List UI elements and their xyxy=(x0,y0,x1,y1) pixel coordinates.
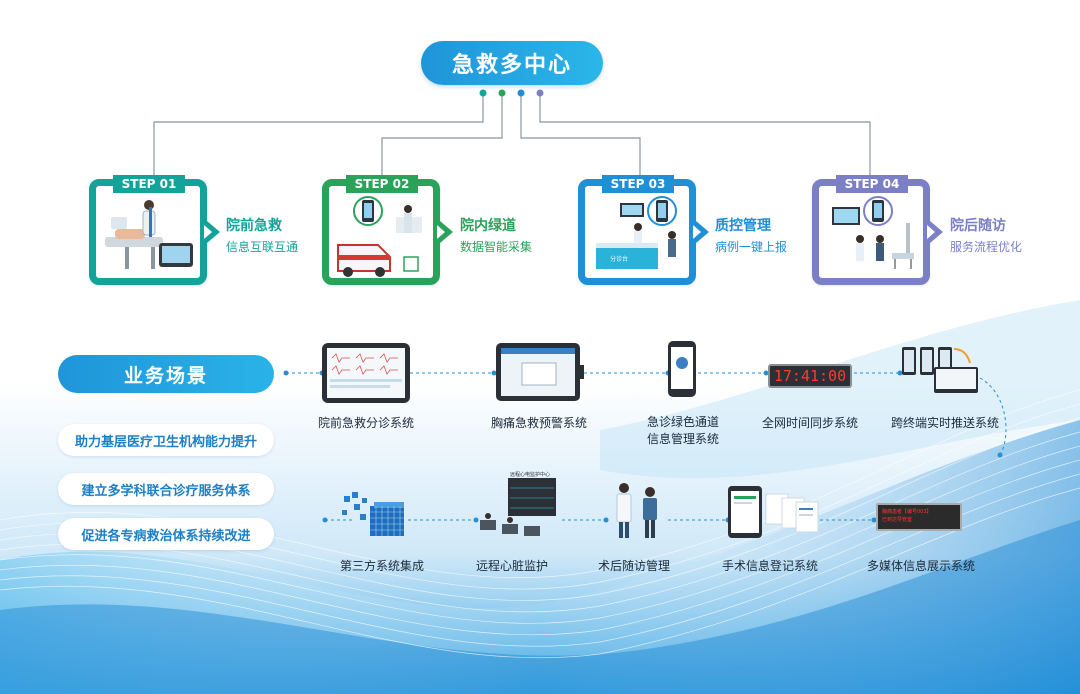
ambulance-bed-illustration xyxy=(105,200,193,269)
tablet-device-icon xyxy=(496,343,584,401)
system-label-push: 跨终端实时推送系统 xyxy=(890,416,999,430)
system-label-followup: 术后随访管理 xyxy=(597,559,670,573)
step-title-02: 院内绿道 xyxy=(460,218,516,234)
system-label-surgery: 手术信息登记系统 xyxy=(721,559,818,573)
step-subtitle-03: 病例一键上报 xyxy=(715,240,788,254)
multimedia-display-board: 胸痛患者【编号003】 已到达导管室 xyxy=(876,503,962,531)
goal-pill-1: 助力基层医疗卫生机构能力提升 xyxy=(58,424,274,456)
doctor-patient-icon xyxy=(616,483,657,538)
remote-monitor-center-icon: 远程心电监护中心 xyxy=(480,471,556,536)
step-title-01: 院前急救 xyxy=(226,218,282,234)
multi-screen-icon xyxy=(902,347,978,393)
system-label-timesync: 全网时间同步系统 xyxy=(761,416,858,430)
main-title: 急救多中心 xyxy=(421,41,603,85)
goal-pill-2: 建立多学科联合诊疗服务体系 xyxy=(58,473,274,505)
step-tag: STEP 01 xyxy=(113,175,185,193)
business-scenario-label: 业务场景 xyxy=(58,355,274,393)
system-label-greenchannel: 急诊绿色通道 信息管理系统 xyxy=(646,415,719,446)
step-title-04: 院后随访 xyxy=(950,218,1006,234)
followup-illustration xyxy=(832,196,914,269)
step-tag: STEP 02 xyxy=(346,175,418,193)
cubes-integration-icon xyxy=(342,492,404,536)
step-card-04: STEP 04 xyxy=(812,175,943,285)
step-subtitle-04: 服务流程优化 xyxy=(950,240,1023,254)
step-tag: STEP 03 xyxy=(602,175,674,193)
triage-desk-sign: 分诊台 xyxy=(610,255,628,263)
step-tag: STEP 04 xyxy=(836,175,908,193)
system-label-prehospital: 院前急救分诊系统 xyxy=(317,416,414,430)
step-card-01: STEP 01 xyxy=(89,175,220,285)
board-line-1: 胸痛患者【编号003】 xyxy=(882,509,932,515)
step-subtitle-01: 信息互联互通 xyxy=(226,240,299,254)
step-title-03: 质控管理 xyxy=(715,218,771,234)
monitor-center-sign: 远程心电监护中心 xyxy=(510,471,550,478)
board-line-2: 已到达导管室 xyxy=(882,517,913,523)
ambulance-illustration xyxy=(337,196,422,277)
system-label-chestpain: 胸痛急救预警系统 xyxy=(490,416,587,430)
step-card-02: STEP 02 xyxy=(322,175,453,285)
system-label-remote-cardiac: 远程心脏监护 xyxy=(475,559,548,573)
tablet-device-icon xyxy=(322,343,410,403)
system-label-thirdparty: 第三方系统集成 xyxy=(339,559,424,573)
triage-desk-illustration: 分诊台 xyxy=(596,196,677,269)
step-subtitle-02: 数据智能采集 xyxy=(460,240,533,254)
goal-pill-3: 促进各专病救治体系持续改进 xyxy=(58,518,274,550)
system-label-multimedia: 多媒体信息展示系统 xyxy=(866,559,975,573)
phone-device-icon xyxy=(668,341,696,397)
time-sync-clock: 17:41:00 xyxy=(768,364,852,388)
step-card-03: STEP 03 分诊台 xyxy=(578,175,709,285)
registration-docs-icon xyxy=(728,486,819,538)
